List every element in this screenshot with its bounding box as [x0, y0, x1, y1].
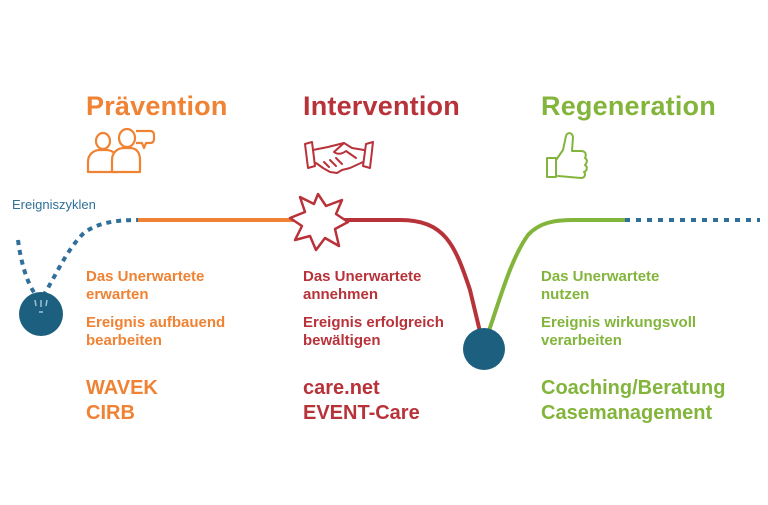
- intervention-line-2: annehmen: [303, 286, 379, 303]
- event-burst-icon: [288, 192, 350, 252]
- prevention-line-4: bearbeiten: [86, 332, 162, 349]
- intervention-line-3: Ereignis erfolgreich: [303, 314, 444, 331]
- regeneration-line-1: Das Unerwartete: [541, 268, 660, 285]
- regeneration-title: Regeneration: [541, 91, 716, 121]
- people-speech-icon: [86, 127, 156, 174]
- regeneration-tools: Coaching/Beratung Casemanagement: [541, 376, 725, 426]
- regeneration-line-3: Ereignis wirkungsvoll: [541, 314, 697, 331]
- intervention-line-4: bewältigen: [303, 332, 381, 349]
- prevention-tools: WAVEK CIRB: [86, 376, 158, 426]
- handshake-icon: [304, 141, 374, 174]
- regeneration-line-2: nutzen: [541, 286, 590, 303]
- prevention-line-1: Das Unerwartete: [86, 268, 205, 285]
- node-marks: [34, 299, 48, 313]
- prevention-tool-1: WAVEK: [86, 377, 158, 399]
- prevention-line-3: Ereignis aufbauend: [86, 314, 226, 331]
- intervention-tool-1: care.net: [303, 377, 380, 399]
- intervention-tools: care.net EVENT-Care: [303, 376, 420, 426]
- regeneration-tool-2: Casemanagement: [541, 402, 713, 424]
- intervention-line: [335, 218, 484, 341]
- cycle-node-left: [19, 292, 63, 336]
- prevention-description: Das Unerwartete erwarten Ereignis aufbau…: [86, 268, 225, 350]
- prevention-line-2: erwarten: [86, 286, 149, 303]
- intervention-line-1: Das Unerwartete: [303, 268, 422, 285]
- prevention-tool-2: CIRB: [86, 402, 135, 424]
- intervention-description: Das Unerwartete annehmen Ereignis erfolg…: [303, 268, 444, 350]
- prevention-title: Prävention: [86, 91, 228, 121]
- regeneration-tool-1: Coaching/Beratung: [541, 377, 726, 399]
- cycles-label: Ereigniszyklen: [12, 197, 96, 212]
- thumbs-up-icon: [546, 132, 588, 179]
- regeneration-line-4: verarbeiten: [541, 332, 622, 349]
- intervention-tool-2: EVENT-Care: [303, 402, 420, 424]
- regeneration-line: [482, 218, 625, 346]
- cycle-node-bottom: [463, 328, 505, 370]
- regeneration-description: Das Unerwartete nutzen Ereignis wirkungs…: [541, 268, 696, 350]
- intervention-title: Intervention: [303, 91, 460, 121]
